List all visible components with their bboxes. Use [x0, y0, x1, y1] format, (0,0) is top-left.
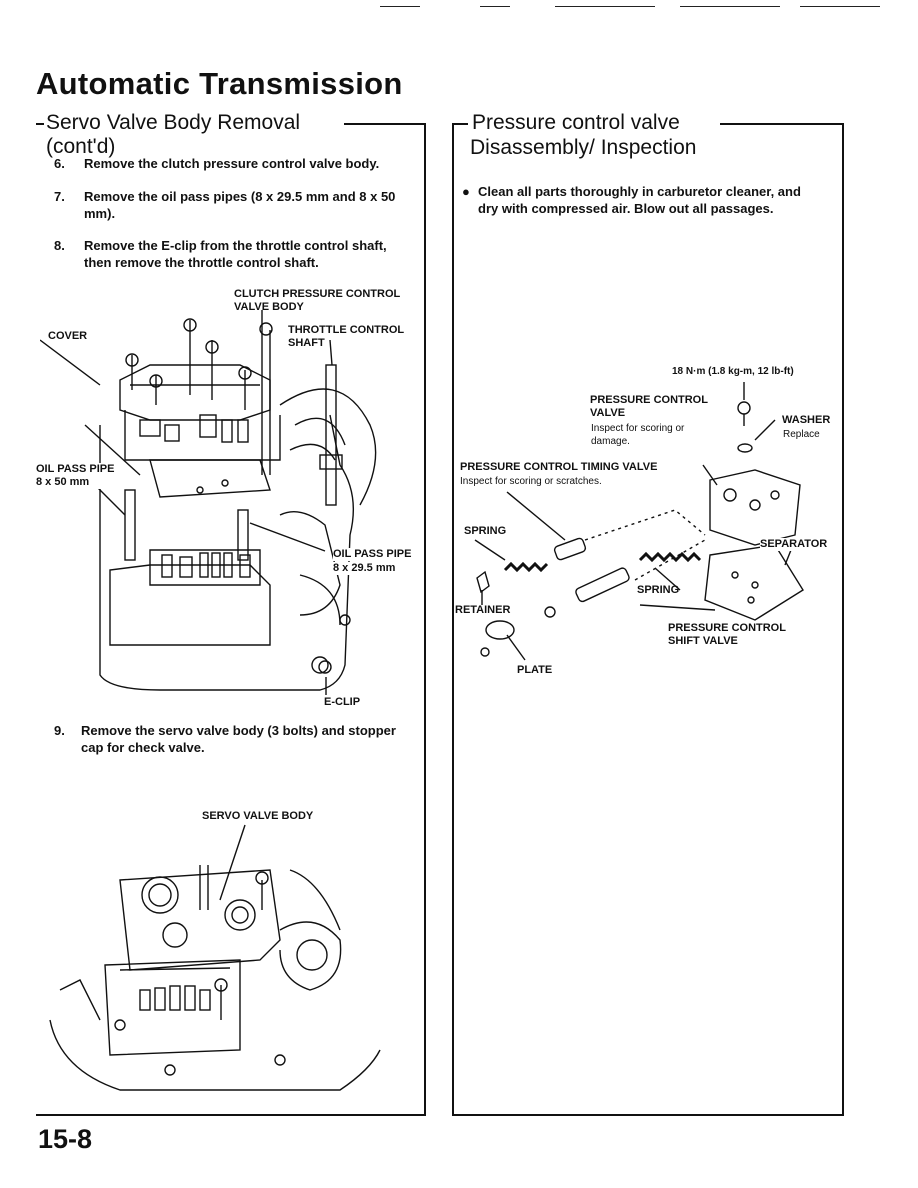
top-rule — [800, 6, 880, 7]
servo-valve-body-label: SERVO VALVE BODY — [202, 810, 314, 822]
spring-label: SPRING — [637, 584, 680, 596]
step-text: Remove the E-clip from the throttle cont… — [84, 238, 387, 253]
washer-note: Replace — [783, 429, 820, 440]
page-title: Automatic Transmission — [36, 66, 403, 101]
step-text: cap for check valve. — [81, 740, 205, 755]
right-panel — [452, 124, 844, 1116]
top-rule — [480, 6, 510, 7]
step-text: Remove the servo valve body (3 bolts) an… — [81, 723, 396, 738]
spring-label: SPRING — [464, 525, 507, 537]
step-number: 8. — [54, 238, 65, 253]
instruction-text: dry with compressed air. Blow out all pa… — [478, 201, 774, 216]
section-rule — [36, 123, 44, 125]
top-rule — [555, 6, 655, 7]
instruction-text: Clean all parts thoroughly in carburetor… — [478, 184, 801, 199]
timing-valve-label: PRESSURE CONTROL TIMING VALVE — [460, 461, 658, 473]
left-panel — [36, 124, 426, 1116]
throttle-shaft-label: THROTTLE CONTROL SHAFT — [288, 324, 405, 349]
right-section-subtitle: Disassembly/ Inspection — [470, 136, 697, 159]
retainer-label: RETAINER — [455, 604, 511, 616]
step-7: 7. Remove the oil pass pipes (8 x 29.5 m… — [54, 188, 414, 224]
clutch-pressure-label: CLUTCH PRESSURE CONTROL VALVE BODY — [234, 288, 401, 313]
step-number: 7. — [54, 189, 65, 204]
oil-pipe-50-label: OIL PASS PIPE 8 x 50 mm — [36, 463, 115, 489]
step-number: 9. — [54, 723, 65, 738]
shift-valve-label: PRESSURE CONTROL SHIFT VALVE — [668, 622, 786, 647]
step-8: 8. Remove the E-clip from the throttle c… — [54, 237, 414, 273]
separator-label: SEPARATOR — [760, 538, 828, 551]
transmission-illustration — [40, 310, 377, 695]
oil-pipe-29-label: OIL PASS PIPE — [333, 548, 412, 561]
step-6: 6. Remove the clutch pressure control va… — [54, 155, 414, 173]
section-rule — [452, 123, 468, 125]
washer-label: WASHER — [782, 414, 831, 426]
step-text: mm). — [84, 206, 116, 221]
step-9: 9. Remove the servo valve body (3 bolts)… — [54, 722, 414, 758]
top-rule — [680, 6, 780, 7]
pressure-control-valve-note: Inspect for scoring or damage. — [591, 423, 685, 447]
section-rule — [344, 123, 426, 125]
section-rule — [720, 123, 844, 125]
step-text: then remove the throttle control shaft. — [84, 255, 319, 270]
top-rule — [380, 6, 420, 7]
servo-valve-illustration — [49, 824, 381, 1091]
plate-label: PLATE — [517, 664, 553, 676]
left-section-title: Servo Valve Body Removal — [46, 111, 301, 134]
step-text: Remove the clutch pressure control valve… — [84, 156, 380, 171]
step-number: 6. — [54, 156, 65, 171]
eclip-label: E-CLIP — [324, 696, 361, 708]
bullet-icon: ● — [462, 184, 470, 199]
oil-pipe-29-size: 8 x 29.5 mm — [333, 562, 396, 575]
torque-spec: 18 N·m (1.8 kg-m, 12 lb-ft) — [672, 366, 794, 377]
step-text: Remove the oil pass pipes (8 x 29.5 mm a… — [84, 189, 396, 204]
timing-valve-note: Inspect for scoring or scratches. — [460, 476, 602, 487]
pressure-control-valve-label: PRESSURE CONTROL VALVE — [590, 394, 708, 419]
page-number: 15-8 — [38, 1124, 93, 1154]
right-section-title: Pressure control valve — [472, 111, 680, 134]
cleaning-instruction: ● Clean all parts thoroughly in carburet… — [462, 183, 834, 223]
left-section-title-cont: (cont'd) — [46, 135, 116, 158]
cover-label: COVER — [48, 330, 88, 342]
